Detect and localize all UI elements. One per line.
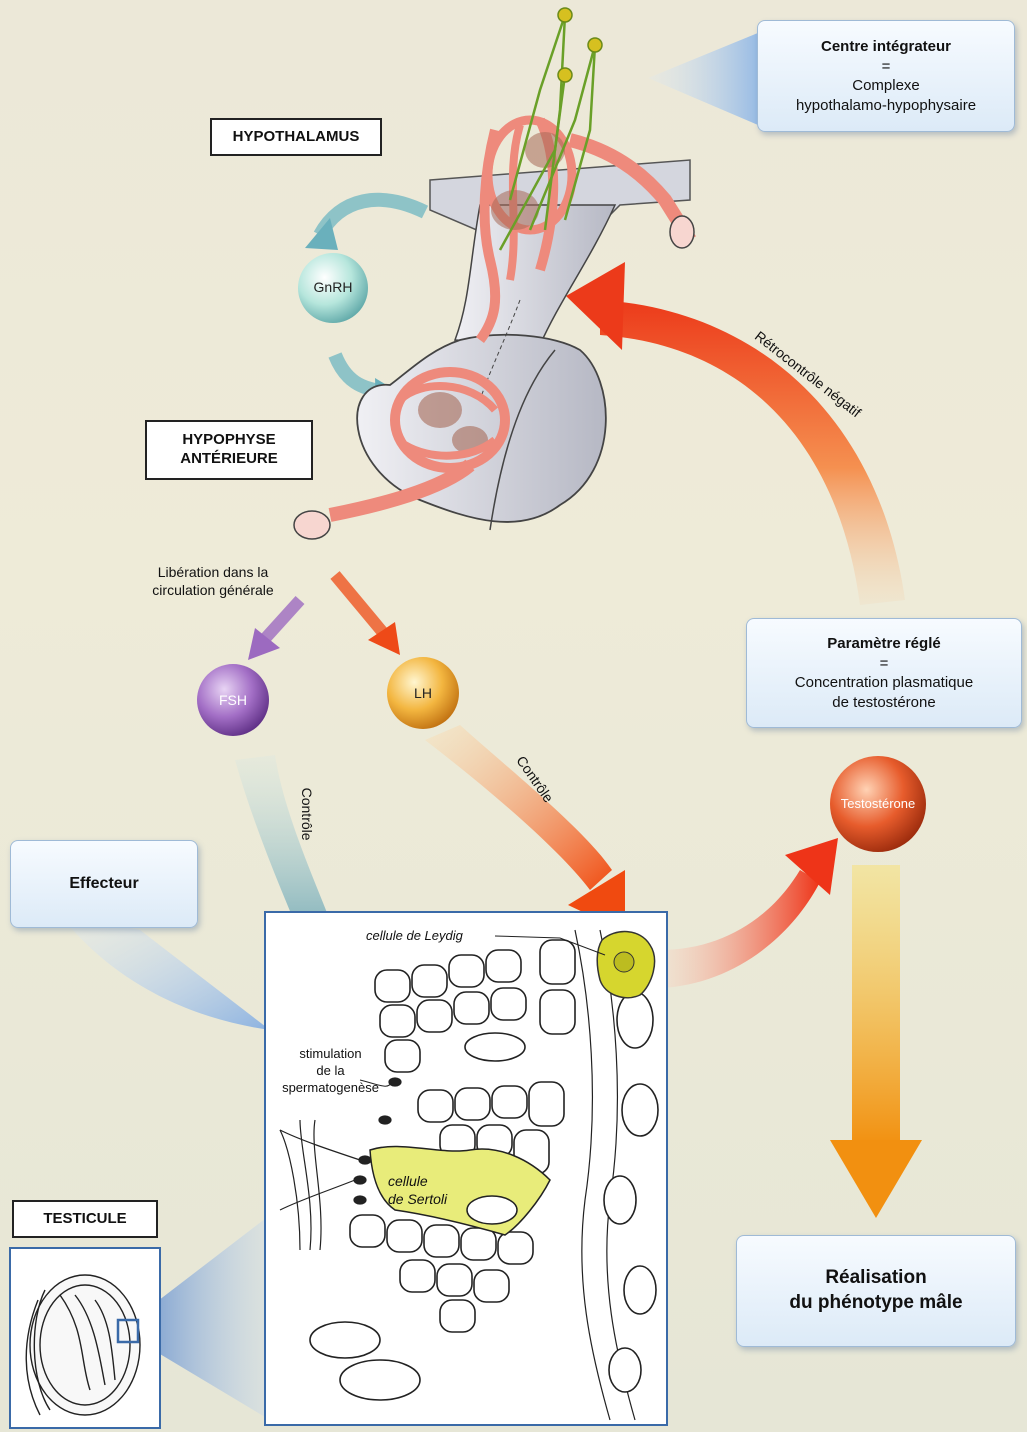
liberation-line2: circulation générale (138, 581, 288, 599)
centre-integrateur-equals: = (882, 57, 891, 77)
gnrh-label: GnRH (298, 279, 368, 295)
parametre-regle-title: Paramètre réglé (827, 634, 940, 654)
fsh-release-arrow (262, 600, 300, 642)
lh-label: LH (388, 685, 458, 701)
hypophyse-label-line1: HYPOPHYSE (182, 431, 275, 450)
testicule-label-text: TESTICULE (43, 1210, 126, 1229)
effecteur-box: Effecteur (10, 840, 198, 928)
stimulation-line3: spermatogenèse (268, 1080, 393, 1097)
sertoli-annotation: cellule de Sertoli (388, 1172, 468, 1208)
centre-integrateur-box: Centre intégrateur = Complexe hypothalam… (757, 20, 1015, 132)
retrocontrole-arrow (600, 300, 905, 605)
liberation-line1: Libération dans la (138, 563, 288, 581)
effecteur-pointer-wedge (60, 915, 270, 1030)
phenotype-box: Réalisation du phénotype mâle (736, 1235, 1016, 1347)
centre-integrateur-title: Centre intégrateur (821, 37, 951, 57)
centre-pointer-wedge (648, 30, 765, 128)
phenotype-arrow-shaft (852, 865, 900, 1145)
hypothalamus-label: HYPOTHALAMUS (210, 118, 382, 156)
stimulation-line1: stimulation (268, 1046, 393, 1063)
spermatogenesis-annotation: stimulation de la spermatogenèse (268, 1046, 393, 1097)
phenotype-line2: du phénotype mâle (789, 1291, 962, 1316)
hypothalamus-label-text: HYPOTHALAMUS (233, 128, 360, 147)
parametre-regle-line2: de testostérone (832, 693, 935, 713)
parametre-regle-box: Paramètre réglé = Concentration plasmati… (746, 618, 1022, 728)
controle-fsh-label: Contrôle (298, 769, 316, 859)
liberation-annotation: Libération dans la circulation générale (138, 563, 288, 599)
sertoli-line2: de Sertoli (388, 1190, 468, 1208)
leydig-annotation: cellule de Leydig (366, 928, 496, 945)
testosterone-release-arrow (660, 870, 820, 988)
fsh-label: FSH (198, 692, 268, 708)
sertoli-line1: cellule (388, 1172, 468, 1190)
gnrh-arrow-in (320, 200, 425, 235)
stimulation-line2: de la (268, 1063, 393, 1080)
effecteur-text: Effecteur (69, 874, 138, 895)
centre-integrateur-line1: Complexe (852, 76, 920, 96)
phenotype-line1: Réalisation (825, 1266, 926, 1291)
centre-integrateur-line2: hypothalamo-hypophysaire (796, 96, 976, 116)
hypophyse-label: HYPOPHYSE ANTÉRIEURE (145, 420, 313, 480)
testosterone-label: Testostérone (828, 796, 928, 811)
hypophyse-label-line2: ANTÉRIEURE (180, 450, 278, 469)
phenotype-arrowhead (830, 1140, 922, 1218)
testicule-label: TESTICULE (12, 1200, 158, 1238)
parametre-regle-equals: = (880, 654, 889, 674)
parametre-regle-line1: Concentration plasmatique (795, 673, 973, 693)
lh-release-arrow (335, 575, 385, 635)
